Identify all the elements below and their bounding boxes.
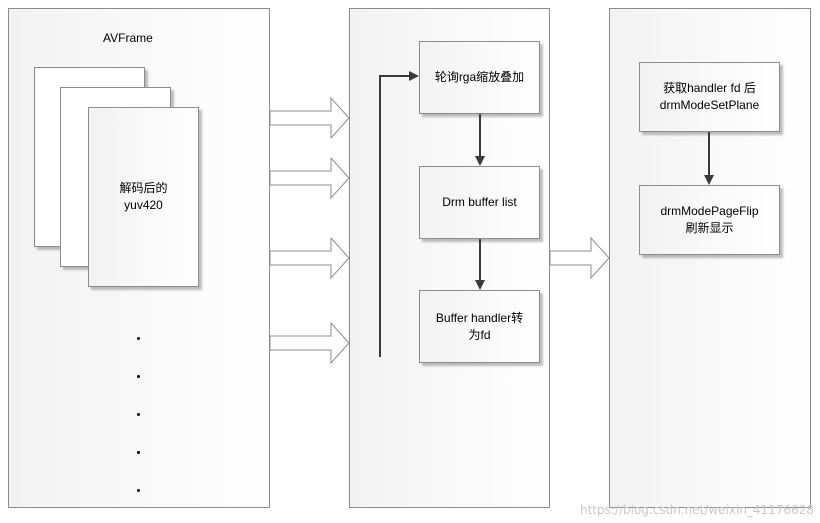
ellipsis-dot	[137, 451, 140, 454]
block-arrow-2	[269, 156, 350, 200]
drm-buffer-list-box: Drm buffer list	[419, 166, 540, 239]
ellipsis-dot	[137, 413, 140, 416]
decoded-frame-box: 解码后的 yuv420	[88, 107, 199, 287]
watermark: https://blog.csdn.net/weixin_41176628	[579, 503, 814, 517]
page-flip-box: drmModePageFlip 刷新显示	[639, 185, 780, 255]
buffer-handler-box: Buffer handler转 为fd	[419, 290, 540, 363]
ellipsis-dot	[137, 489, 140, 492]
block-arrow-4	[269, 321, 350, 365]
avframe-title: AVFrame	[103, 31, 153, 45]
loop-arrow	[379, 71, 419, 357]
block-arrow-1	[269, 96, 350, 140]
ellipsis-dot	[137, 337, 140, 340]
block-arrow-3	[269, 236, 350, 280]
ellipsis-dot	[137, 375, 140, 378]
block-arrow-5	[549, 236, 610, 280]
set-plane-box: 获取handler fd 后 drmModeSetPlane	[639, 62, 780, 132]
rga-step-box: 轮询rga缩放叠加	[419, 41, 540, 114]
